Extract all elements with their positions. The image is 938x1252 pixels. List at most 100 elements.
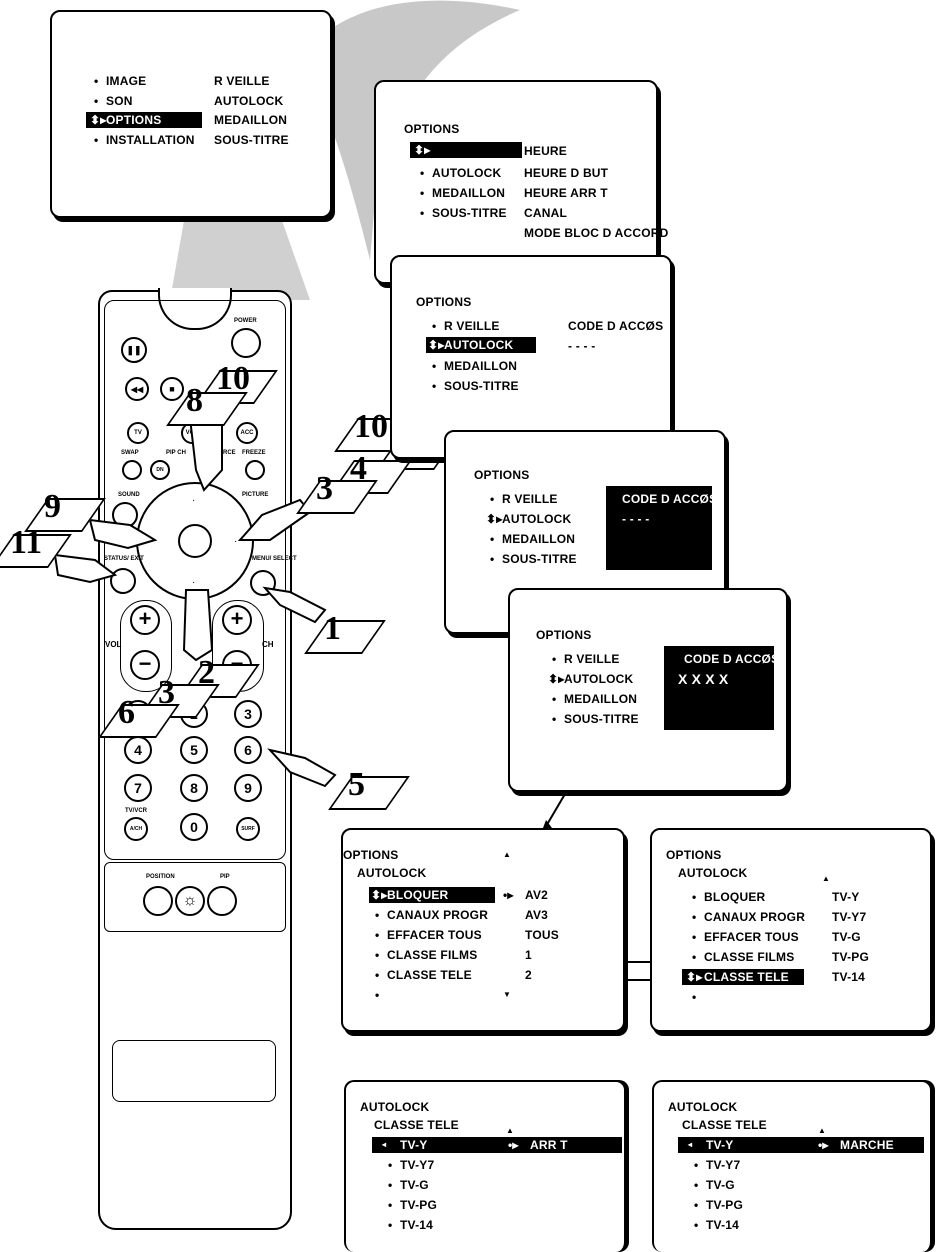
screen-title: OPTIONS xyxy=(536,628,592,642)
pip-ch-label: PIP CH xyxy=(166,450,186,456)
menu-item-medaillon[interactable]: MEDAILLON xyxy=(420,186,505,200)
power-label: POWER xyxy=(234,318,257,324)
menu-item-tv-14[interactable]: TV-14 xyxy=(388,1218,433,1232)
menu-item-tv-y[interactable]: TV-Y xyxy=(400,1138,428,1152)
digit-3-button[interactable]: 3 xyxy=(234,700,262,728)
menu-item-tv-14[interactable]: TV-14 xyxy=(694,1218,739,1232)
menu-item-r-veille[interactable]: R VEILLE xyxy=(490,492,558,506)
menu-item-tv-pg[interactable]: TV-PG xyxy=(694,1198,743,1212)
surf-button[interactable]: SURF xyxy=(236,817,260,841)
classe-tele-screen-1: AUTOLOCK CLASSE TELE ▲ ◂ TV-Y TV-Y7 TV-G… xyxy=(344,1080,626,1252)
menu-item-r-veille[interactable]: R VEILLE xyxy=(432,319,500,333)
nav-center-button[interactable] xyxy=(178,524,212,558)
value-selector-icon: •▸ xyxy=(508,1138,519,1152)
menu-item-classe-films[interactable]: CLASSE FILMS xyxy=(692,950,794,964)
menu-item-autolock[interactable]: AUTOLOCK xyxy=(444,338,514,352)
screen-subtitle: AUTOLOCK xyxy=(678,866,748,880)
power-button[interactable] xyxy=(231,328,261,358)
menu-item-tv-g[interactable]: TV-G xyxy=(694,1178,735,1192)
menu-item-bloquer[interactable]: BLOQUER xyxy=(387,888,449,902)
status-exit-button[interactable] xyxy=(110,568,136,594)
code-label: CODE D ACCØS xyxy=(684,652,780,666)
digit-7-button[interactable]: 7 xyxy=(124,774,152,802)
menu-item-medaillon[interactable]: MEDAILLON xyxy=(490,532,575,546)
value-selector-icon: •▸ xyxy=(503,888,514,902)
swap-button[interactable] xyxy=(122,460,142,480)
digit-8-button[interactable]: 8 xyxy=(180,774,208,802)
main-item-image[interactable]: IMAGE xyxy=(94,74,146,88)
rewind-button[interactable]: ◀◀ xyxy=(125,377,149,401)
hand-9-icon xyxy=(88,518,158,550)
menu-item-classe-films[interactable]: CLASSE FILMS xyxy=(375,948,477,962)
ch-up-button[interactable]: + xyxy=(222,605,252,635)
pip-sun-button[interactable]: ☼ xyxy=(175,886,205,916)
menu-item-canaux-progr[interactable]: CANAUX PROGR xyxy=(692,910,805,924)
menu-item-autolock[interactable]: AUTOLOCK xyxy=(564,672,634,686)
main-item-installation[interactable]: INSTALLATION xyxy=(94,133,195,147)
main-sub-item: MEDAILLON xyxy=(214,113,288,127)
digit-6-button[interactable]: 6 xyxy=(234,736,262,764)
empty-bullet: • xyxy=(375,988,380,1002)
menu-item-medaillon[interactable]: MEDAILLON xyxy=(552,692,637,706)
vol-down-button[interactable]: − xyxy=(130,650,160,680)
menu-item-tv-y7[interactable]: TV-Y7 xyxy=(694,1158,740,1172)
classe-tele-screen-2: AUTOLOCK CLASSE TELE ▲ ◂ TV-Y TV-Y7 TV-G… xyxy=(652,1080,932,1252)
menu-select-label: MENU/ SELECT xyxy=(252,556,297,562)
pause-button[interactable]: ❚❚ xyxy=(121,337,147,363)
vol-up-button[interactable]: + xyxy=(130,605,160,635)
menu-item-sous-titre[interactable]: SOUS-TITRE xyxy=(552,712,639,726)
sub-item: HEURE xyxy=(524,144,568,158)
digit-0-button[interactable]: 0 xyxy=(180,813,208,841)
scroll-up-icon: ▲ xyxy=(506,1126,515,1135)
tv-button[interactable]: TV xyxy=(127,422,149,444)
menu-item-sous-titre[interactable]: SOUS-TITRE xyxy=(420,206,507,220)
nav-dot-bottom: · xyxy=(192,577,196,588)
sub-item: HEURE ARR T xyxy=(524,186,608,200)
screen-title: OPTIONS xyxy=(343,848,399,862)
menu-item-autolock[interactable]: AUTOLOCK xyxy=(420,166,501,180)
menu-swoosh xyxy=(300,0,520,261)
position-button[interactable] xyxy=(143,886,173,916)
autolock-screen-2: OPTIONS AUTOLOCK ▲ BLOQUER CANAUX PROGR … xyxy=(650,828,932,1032)
options-screen-4: OPTIONS R VEILLE ⬍▸ AUTOLOCK MEDAILLON S… xyxy=(508,588,788,792)
menu-item-tv-g[interactable]: TV-G xyxy=(388,1178,429,1192)
menu-item-classe-tele[interactable]: CLASSE TELE xyxy=(704,970,789,984)
stop-button[interactable]: ■ xyxy=(160,377,184,401)
menu-item-medaillon[interactable]: MEDAILLON xyxy=(432,359,517,373)
pip-button[interactable] xyxy=(207,886,237,916)
ch-label: CH xyxy=(262,640,274,649)
value-item: AV2 xyxy=(525,888,549,902)
menu-item-r-veille[interactable]: R VEILLE xyxy=(552,652,620,666)
menu-item-classe-tele[interactable]: CLASSE TELE xyxy=(375,968,472,982)
digit-9-button[interactable]: 9 xyxy=(234,774,262,802)
digit-5-button[interactable]: 5 xyxy=(180,736,208,764)
main-item-options[interactable]: OPTIONS xyxy=(106,113,162,127)
hand-8-icon xyxy=(188,417,223,492)
menu-item-canaux-progr[interactable]: CANAUX PROGR xyxy=(375,908,488,922)
value-item: TOUS xyxy=(525,928,559,942)
position-label: POSITION xyxy=(146,874,175,880)
menu-item-effacer-tous[interactable]: EFFACER TOUS xyxy=(692,930,799,944)
code-value: - - - - xyxy=(622,512,650,526)
code-panel xyxy=(664,646,774,730)
menu-item-bloquer[interactable]: BLOQUER xyxy=(692,890,765,904)
screen-title: OPTIONS xyxy=(416,295,472,309)
menu-item-tv-y7[interactable]: TV-Y7 xyxy=(388,1158,434,1172)
ach-button[interactable]: A/CH xyxy=(124,817,148,841)
value-item: 1 xyxy=(525,948,532,962)
menu-item-autolock[interactable]: AUTOLOCK xyxy=(502,512,572,526)
code-label: CODE D ACCØS xyxy=(622,492,718,506)
menu-item-tv-y[interactable]: TV-Y xyxy=(706,1138,734,1152)
menu-item-sous-titre[interactable]: SOUS-TITRE xyxy=(432,379,519,393)
menu-item-tv-pg[interactable]: TV-PG xyxy=(388,1198,437,1212)
menu-item-effacer-tous[interactable]: EFFACER TOUS xyxy=(375,928,482,942)
menu-item-sous-titre[interactable]: SOUS-TITRE xyxy=(490,552,577,566)
nav-arrow-icon: ⬍▸ xyxy=(371,888,388,902)
main-item-son[interactable]: SON xyxy=(94,94,133,108)
menu-highlight xyxy=(678,1137,924,1153)
dn-button[interactable]: DN xyxy=(150,460,170,480)
main-sub-item: SOUS-TITRE xyxy=(214,133,289,147)
freeze-button[interactable] xyxy=(245,460,265,480)
acc-button[interactable]: ACC xyxy=(236,422,258,444)
